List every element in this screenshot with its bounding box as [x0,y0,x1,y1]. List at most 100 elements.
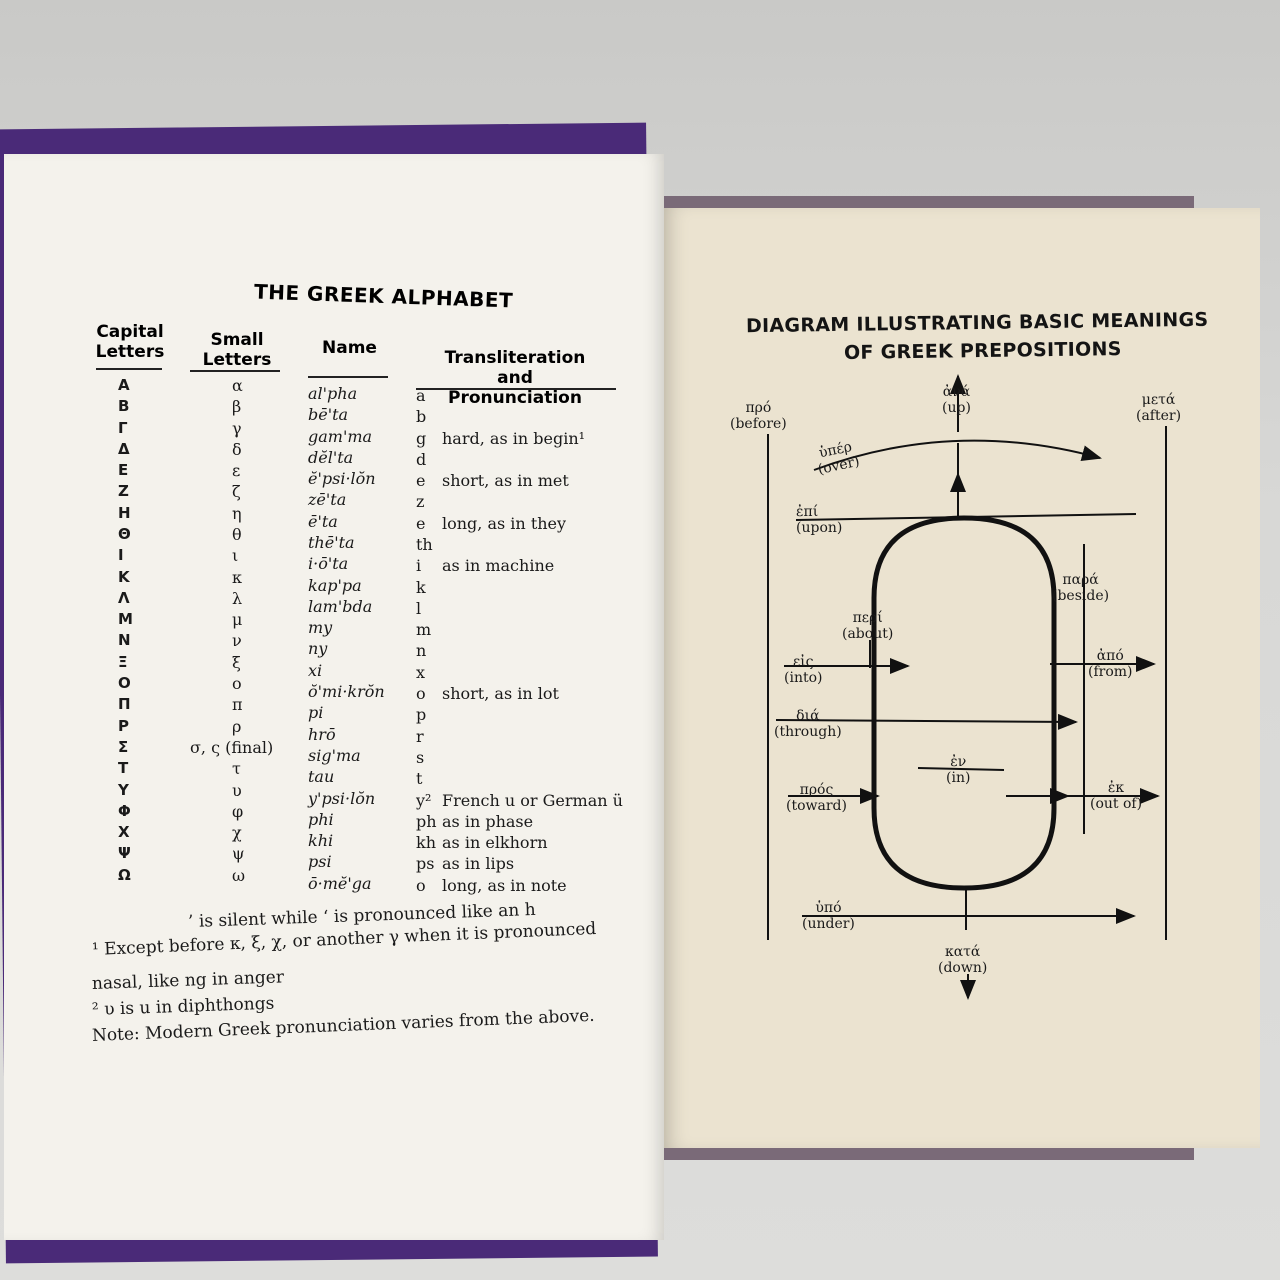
capital-letter: Ρ [118,716,129,735]
capital-letter: Σ [118,737,129,756]
small-letter: δ [232,439,242,459]
small-letter: α [232,376,243,395]
transliteration: y² [416,790,432,810]
transliteration: p [416,705,427,725]
transliteration: r [416,726,424,746]
letter-name: khi [308,831,334,851]
right-page: DIAGRAM ILLUSTRATING BASIC MEANINGS OF G… [664,208,1260,1148]
small-letter: κ [232,567,242,587]
pronunciation-note: hard, as in begin¹ [442,428,586,448]
letter-name: ē'ta [308,511,338,531]
transliteration: d [416,449,427,469]
letter-name: lam'bda [308,596,373,616]
label-hypo: ὑπό(under) [802,900,855,932]
small-letter: ζ [232,482,241,502]
capital-letter: Γ [118,418,128,437]
letter-name: ŏ'mi·krŏn [308,682,385,702]
letter-name: al'pha [308,384,358,403]
letter-name: pi [308,703,324,723]
small-letter: υ [232,780,242,800]
letter-name: dĕl'ta [308,447,354,467]
letter-name: y'psi·lŏn [308,788,376,808]
transliteration: a [416,386,426,405]
pronunciation-note: long, as in note [442,875,567,895]
letter-name: ō·mĕ'ga [308,873,372,893]
label-ana: ἀνά(up) [942,384,971,416]
transliteration: th [416,535,433,555]
capital-letter: Χ [118,823,130,842]
small-letter: ω [232,865,246,885]
pronunciation-note: short, as in met [442,471,569,491]
small-letter: θ [232,525,242,545]
capital-letter: Ι [118,546,124,565]
letter-name: zē'ta [308,490,347,510]
capital-letter: Ε [118,461,129,480]
small-letter: η [232,503,242,523]
label-ek: ἐκ(out of) [1090,780,1143,812]
small-letter: ν [232,631,242,651]
letter-name: phi [308,809,334,829]
capital-letter: Ω [118,865,131,884]
transliteration: s [416,747,425,767]
pronunciation-note: as in lips [442,854,515,874]
transliteration: o [416,875,426,895]
capital-letter: Α [118,376,130,394]
transliteration: ph [416,811,437,831]
small-letter: χ [232,823,242,843]
transliteration: z [416,492,425,512]
capital-letter: Τ [118,759,129,778]
capital-letter: Δ [118,439,130,458]
label-meta: μετά(after) [1136,392,1182,424]
capital-letter: Ν [118,631,131,650]
header-small: Small Letters [202,330,272,370]
transliteration: k [416,577,426,597]
small-letter: β [232,397,242,417]
label-peri: περί(about) [842,610,894,642]
small-letter: λ [232,588,243,608]
transliteration: g [416,428,427,448]
label-para: παρά(beside) [1052,572,1110,604]
capital-letter: Ο [118,674,131,693]
capital-letter: Κ [118,567,130,586]
header-small-rule [190,370,280,372]
transliteration: e [416,471,426,491]
letter-name: tau [308,767,335,787]
small-letter: σ, ς (final) [190,737,274,757]
label-pros: πρός(toward) [786,782,847,814]
small-letter: γ [232,418,242,438]
header-name: Name [322,338,377,358]
pronunciation-note: as in phase [442,811,534,831]
capital-letter: Υ [118,780,129,799]
small-letter: π [232,695,243,715]
letter-name: psi [308,852,332,872]
small-letter: μ [232,610,243,630]
pronunciation-note: French u or German ü [442,790,623,810]
letter-name: hrō [308,724,336,744]
small-letter: φ [232,801,244,821]
transliteration: m [416,620,432,640]
transliteration: e [416,513,426,533]
letter-name: thē'ta [308,533,355,553]
transliteration: kh [416,833,436,853]
transliteration: i [416,556,422,576]
capital-letter: Η [118,503,131,522]
transliteration: t [416,769,423,789]
label-pro: πρό(before) [730,400,787,432]
letter-name: xi [308,660,323,680]
small-letter: ξ [232,652,241,672]
header-name-rule [308,376,388,378]
label-apo: ἀπό(from) [1088,648,1133,680]
label-dia: διά(through) [774,708,842,740]
letter-name: ĕ'psi·lŏn [308,469,376,489]
pronunciation-note: as in elkhorn [442,833,548,853]
letter-name: i·ō'ta [308,554,349,574]
letter-name: sig'ma [308,745,361,765]
small-letter: ψ [232,844,245,864]
header-translit: Transliteration and Pronunciation [444,348,586,408]
capital-letter: Λ [118,588,130,607]
pronunciation-note: short, as in lot [442,684,559,704]
transliteration: x [416,662,426,682]
transliteration: o [416,684,426,704]
header-translit-rule [416,388,616,390]
left-page: THE GREEK ALPHABET Capital Letters Small… [4,154,664,1240]
